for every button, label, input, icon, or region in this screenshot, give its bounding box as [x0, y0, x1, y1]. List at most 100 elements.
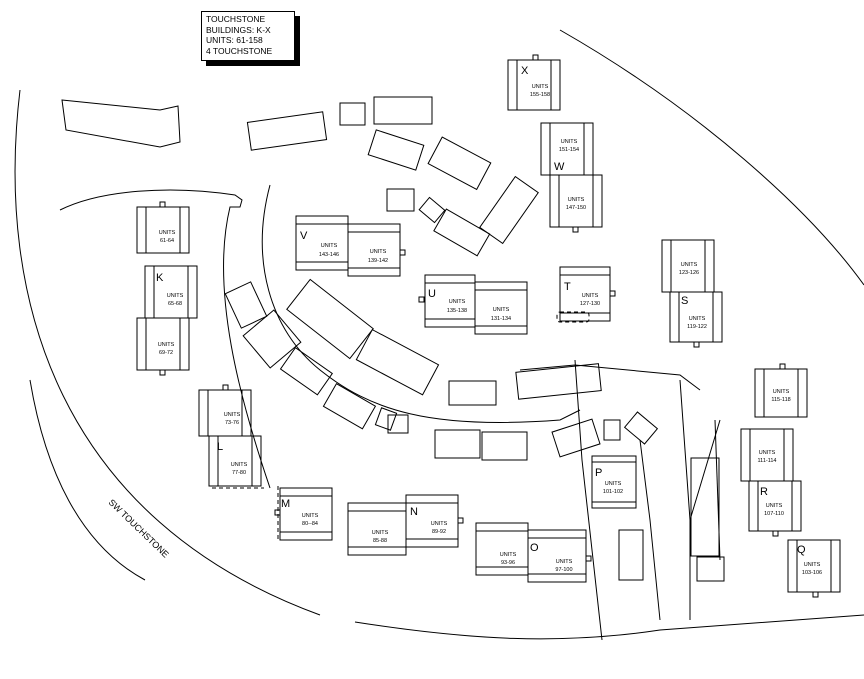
building-inner-1 [224, 281, 268, 329]
unit-range: 93-96 [501, 560, 515, 566]
building-p[interactable] [591, 455, 637, 509]
building-top-arc-6 [427, 136, 492, 191]
structure-2 [690, 457, 720, 557]
building-v[interactable] [295, 215, 406, 277]
unit-range: 127-130 [580, 301, 600, 307]
units-word: UNITS [231, 462, 248, 468]
units-word: UNITS [167, 293, 184, 299]
building-inner-6 [322, 383, 377, 430]
building-top-arc-9 [418, 196, 446, 224]
unit-range: 101-102 [603, 489, 623, 495]
unit-range: 119-122 [687, 324, 707, 330]
unit-range: 135-138 [447, 308, 467, 314]
path-line-3 [679, 379, 691, 620]
units-word: UNITS [158, 342, 175, 348]
units-word: UNITS [766, 503, 783, 509]
building-m[interactable] [274, 486, 333, 542]
building-top-arc-4 [373, 96, 433, 125]
outer-boundary-right [559, 29, 864, 286]
building-top-arc-3 [339, 102, 366, 126]
unit-range: 143-146 [319, 252, 339, 258]
building-t[interactable] [556, 266, 616, 323]
units-word: UNITS [681, 262, 698, 268]
units-word: UNITS [431, 521, 448, 527]
building-o[interactable] [475, 522, 592, 583]
building-letter-x: X [521, 65, 529, 77]
building-q[interactable] [787, 539, 841, 598]
building-letter-w: W [554, 161, 565, 173]
unit-range: 115-118 [771, 397, 790, 403]
units-word: UNITS [556, 559, 573, 565]
building-u[interactable] [418, 274, 528, 335]
building-x[interactable] [507, 54, 561, 111]
unit-range: 139-142 [368, 258, 388, 264]
units-word: UNITS [493, 307, 510, 313]
unit-range: 103-106 [802, 570, 822, 576]
unit-range: 61-64 [160, 238, 174, 244]
unit-range: 111-114 [758, 458, 777, 464]
path-line-5 [689, 419, 721, 521]
building-inner-11 [551, 418, 601, 458]
building-inner-13 [623, 411, 659, 445]
building-n[interactable] [347, 494, 464, 556]
drive-inner-edge [261, 184, 581, 424]
drive-north-edge [519, 364, 701, 391]
building-letter-l: L [217, 441, 223, 453]
units-word: UNITS [224, 412, 241, 418]
units-word: UNITS [773, 389, 790, 395]
building-w[interactable] [540, 122, 603, 233]
units-word: UNITS [689, 316, 706, 322]
unit-range: 85-88 [373, 538, 387, 544]
units-word: UNITS [759, 450, 776, 456]
unit-range: 69-72 [159, 350, 173, 356]
units-word: UNITS [302, 513, 319, 519]
building-top-arc-5 [367, 129, 425, 171]
unit-range: 97-100 [555, 567, 572, 573]
unit-range: 151-154 [559, 147, 579, 153]
building-inner-5 [279, 347, 333, 396]
building-letter-v: V [300, 230, 308, 242]
building-letter-p: P [595, 467, 602, 479]
units-word: UNITS [159, 230, 176, 236]
building-letter-n: N [410, 506, 418, 518]
drive-west-edge [59, 189, 271, 489]
bottom-boundary [354, 614, 864, 640]
path-line-1 [574, 359, 603, 641]
unit-range: 73-76 [225, 420, 239, 426]
building-l[interactable] [198, 384, 264, 489]
building-inner-12 [603, 419, 621, 441]
building-inner-15 [515, 363, 602, 400]
unit-range: 80--84 [302, 521, 318, 527]
building-top-arc-7 [479, 175, 539, 245]
units-word: UNITS [372, 530, 389, 536]
structure-3 [696, 556, 725, 582]
building-s[interactable] [661, 239, 723, 348]
unit-range: 77-80 [232, 470, 246, 476]
building-inner-7 [374, 407, 398, 431]
unit-range: 123-126 [679, 270, 699, 276]
legend-line: UNITS: 61-158 [206, 35, 263, 45]
units-word: UNITS [582, 293, 599, 299]
building-letter-r: R [760, 486, 768, 498]
units-word: UNITS [804, 562, 821, 568]
units-word: UNITS [605, 481, 622, 487]
structure-1 [618, 529, 644, 581]
legend-line: 4 TOUCHSTONE [206, 45, 273, 56]
unit-range: 155-158 [530, 92, 550, 98]
building-top-arc-10 [433, 208, 491, 257]
building-r[interactable] [740, 363, 808, 537]
building-letter-k: K [156, 272, 164, 284]
building-letter-m: M [281, 498, 290, 510]
building-k[interactable] [136, 201, 198, 376]
units-word: UNITS [532, 84, 549, 90]
building-letter-o: O [530, 542, 539, 554]
street-label: SW TOUCHSTONE [107, 497, 171, 559]
building-inner-4 [355, 328, 440, 396]
path-line-2 [639, 439, 661, 621]
unit-range: 131-134 [491, 316, 511, 322]
unit-range: 107-110 [764, 511, 784, 517]
units-word: UNITS [449, 299, 466, 305]
building-letter-q: Q [797, 544, 806, 556]
building-inner-9 [434, 429, 481, 459]
